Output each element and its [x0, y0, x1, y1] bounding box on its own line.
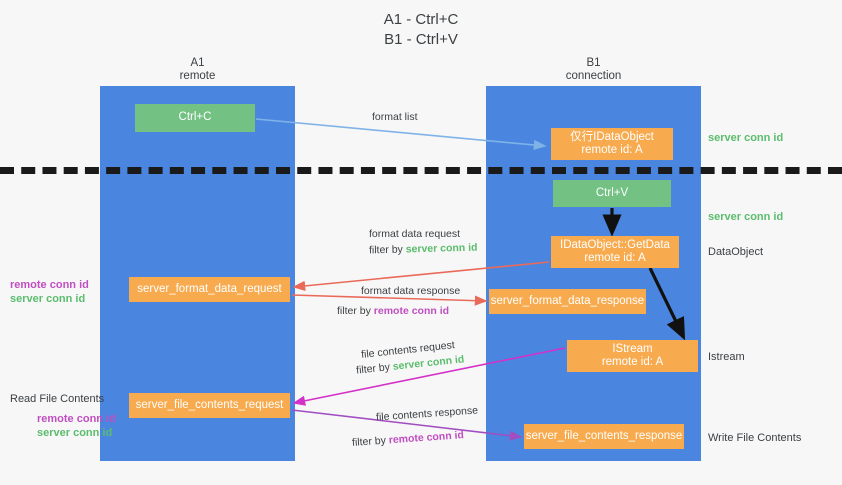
- filter-value-remote-conn-id: remote conn id: [388, 429, 465, 447]
- filter-value-server-conn-id: server conn id: [405, 241, 478, 256]
- annotation-format-data-response-filter: filter by remote conn id: [337, 305, 449, 318]
- annotation-format-data-response: format data response: [361, 285, 460, 298]
- label-write-file-contents-text: Write File Contents: [708, 432, 802, 444]
- box-server-file-contents-response[interactable]: server_file_contents_response: [524, 424, 684, 449]
- divider-dashed-line: [0, 167, 842, 174]
- annotation-file-contents-response: file contents response: [376, 404, 479, 424]
- annotation-format-data-request-filter: filter by server conn id: [369, 242, 478, 258]
- annotation-format-data-request-text: format data request: [369, 228, 461, 240]
- lane-a1-header: A1 remote: [100, 57, 295, 83]
- annotation-format-data-request: format data request: [369, 228, 460, 241]
- label-server-conn-id-top: server conn id: [708, 131, 783, 145]
- annotation-format-data-response-text: format data response: [361, 285, 461, 297]
- annotation-file-contents-response-filter: filter by remote conn id: [352, 429, 465, 450]
- label-server-conn-id-mid-text: server conn id: [708, 211, 784, 223]
- lane-a1-name: A1: [190, 57, 205, 69]
- box-server-format-data-request-label: server_format_data_request: [137, 282, 282, 295]
- lane-b1-header: B1 connection: [486, 57, 701, 83]
- page-title: A1 - Ctrl+C B1 - Ctrl+V: [0, 10, 842, 50]
- label-server-conn-id-mid: server conn id: [708, 210, 783, 224]
- box-server-format-data-response[interactable]: server_format_data_response: [489, 289, 646, 314]
- annotation-format-list-text: format list: [372, 111, 418, 123]
- title-line-1: A1 - Ctrl+C: [383, 11, 459, 28]
- filter-prefix: filter by: [337, 305, 374, 317]
- label-server-conn-id-1: server conn id: [10, 293, 86, 305]
- box-idataobject[interactable]: 仅行IDataObject remote id: A: [551, 128, 673, 160]
- filter-value-remote-conn-id: remote conn id: [373, 305, 450, 317]
- lane-b1-name: B1: [586, 57, 601, 69]
- box-istream-label: IStream: [612, 342, 653, 355]
- box-ctrl-v[interactable]: Ctrl+V: [553, 180, 671, 207]
- box-istream[interactable]: IStream remote id: A: [567, 340, 698, 372]
- filter-prefix: filter by: [355, 360, 394, 377]
- box-ctrl-c-label: Ctrl+C: [178, 111, 212, 124]
- label-read-file-contents-text: Read File Contents: [10, 393, 105, 405]
- lane-a1-sub: remote: [179, 70, 216, 82]
- label-server-conn-id-2: server conn id: [37, 427, 113, 439]
- label-istream-text: Istream: [708, 351, 745, 363]
- box-idataobject-remote-id: remote id: A: [581, 144, 643, 156]
- label-format-conn-ids: remote conn id server conn id: [10, 278, 89, 306]
- label-dataobject: DataObject: [708, 245, 763, 259]
- label-write-file-contents: Write File Contents: [708, 431, 801, 445]
- label-server-conn-id-top-text: server conn id: [708, 132, 784, 144]
- label-remote-conn-id-2: remote conn id: [37, 413, 116, 425]
- box-getdata-remote-id: remote id: A: [584, 252, 646, 264]
- box-istream-remote-id: remote id: A: [601, 356, 664, 368]
- filter-prefix: filter by: [368, 243, 406, 257]
- label-istream: Istream: [708, 350, 745, 364]
- annotation-format-list: format list: [372, 111, 418, 124]
- box-idataobject-label: 仅行IDataObject: [570, 130, 654, 143]
- label-file-conn-ids: remote conn id server conn id: [37, 412, 116, 440]
- filter-prefix: filter by: [351, 434, 390, 449]
- box-ctrl-c[interactable]: Ctrl+C: [135, 104, 255, 132]
- box-idataobject-getdata[interactable]: IDataObject::GetData remote id: A: [551, 236, 679, 268]
- label-remote-conn-id-1: remote conn id: [10, 279, 89, 291]
- lane-b1-sub: connection: [565, 70, 622, 82]
- label-read-file-contents: Read File Contents: [10, 392, 104, 406]
- box-server-file-contents-request[interactable]: server_file_contents_request: [129, 393, 290, 418]
- box-server-format-data-response-label: server_format_data_response: [490, 294, 645, 307]
- title-line-2: B1 - Ctrl+V: [384, 31, 458, 48]
- box-server-file-contents-response-label: server_file_contents_response: [525, 429, 683, 442]
- box-getdata-label: IDataObject::GetData: [560, 238, 670, 251]
- label-dataobject-text: DataObject: [708, 246, 764, 258]
- annotation-file-contents-response-text: file contents response: [375, 404, 479, 424]
- box-ctrl-v-label: Ctrl+V: [595, 186, 629, 199]
- box-server-format-data-request[interactable]: server_format_data_request: [129, 277, 290, 302]
- box-server-file-contents-request-label: server_file_contents_request: [135, 398, 284, 411]
